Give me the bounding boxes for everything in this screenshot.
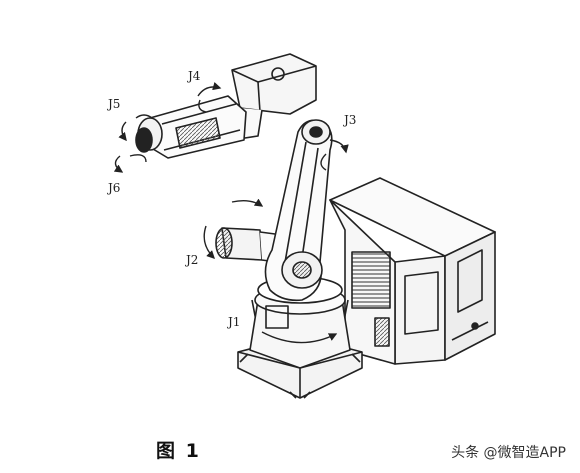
controller-cabinet xyxy=(329,177,496,365)
robot-arm-drawing: J4 J5 J6 J3 J2 J1 xyxy=(106,53,496,399)
joint-label-j1: J1 xyxy=(226,315,240,329)
joint-label-j3: J3 xyxy=(342,113,356,127)
joint-arrows xyxy=(113,82,349,344)
robot-diagram: J4 J5 J6 J3 J2 J1 xyxy=(106,53,496,399)
forearm-wrist xyxy=(135,95,247,159)
joint-label-j6: J6 xyxy=(106,181,120,195)
joint-label-j2: J2 xyxy=(184,253,198,267)
joint-label-j5: J5 xyxy=(106,97,120,111)
source-watermark: 头条 @微智造APP xyxy=(451,445,566,461)
figure-caption: 图 1 xyxy=(156,440,201,462)
lower-arm xyxy=(264,119,333,302)
joint-label-j4: J4 xyxy=(186,69,201,83)
